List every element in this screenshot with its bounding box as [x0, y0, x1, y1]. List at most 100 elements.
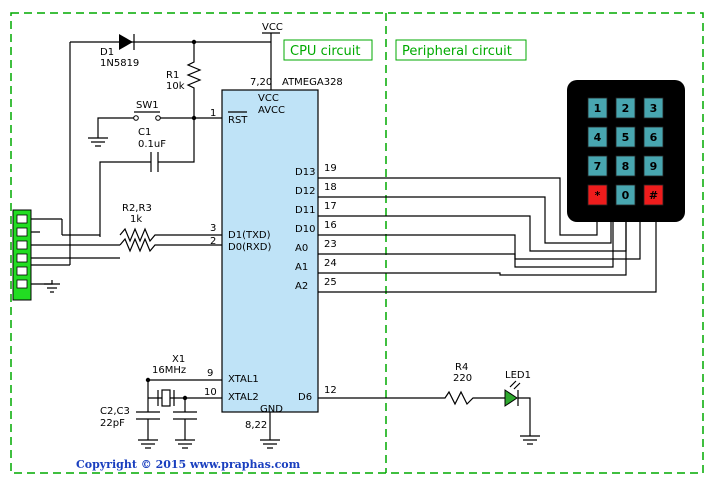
- key-4: [587, 126, 608, 148]
- pin-rxd-num: 2: [210, 236, 216, 247]
- peripheral-section-label: Peripheral circuit: [402, 44, 512, 59]
- key-6: [643, 126, 664, 148]
- key-3: [643, 97, 664, 119]
- chip-pin-a2: A2: [295, 281, 308, 292]
- chip-pin-num-d13: 19: [324, 163, 337, 174]
- key-8: [615, 155, 636, 177]
- keypad-wire-a2: [318, 222, 657, 293]
- resistor-r3: [119, 237, 222, 253]
- keypad-wire-a1: [318, 222, 627, 276]
- pin-d6-num: 12: [324, 385, 337, 396]
- d1-part: 1N5819: [100, 58, 139, 69]
- key-label: 7: [594, 160, 602, 173]
- reset-wire: [97, 117, 222, 163]
- chip-gnd: GND: [260, 404, 283, 415]
- header-ground-icon: [44, 283, 60, 293]
- key-label: 6: [650, 131, 658, 144]
- r1-value: 10k: [166, 81, 185, 92]
- chip-pin-d11: D11: [295, 205, 315, 216]
- capacitors-c2-c3: [136, 411, 197, 440]
- key-5: [615, 126, 636, 148]
- sw1-label: SW1: [136, 100, 159, 111]
- ground-icon: [88, 137, 108, 147]
- pin-xtal1-num: 9: [207, 368, 213, 379]
- mcu-chip: [221, 89, 319, 413]
- r1-name: R1: [166, 70, 179, 81]
- header-pins: [16, 214, 28, 289]
- chip-gnd-pins: 8,22: [245, 420, 267, 431]
- resistor-r1: [186, 42, 202, 118]
- key-1: [587, 97, 608, 119]
- key-0: [615, 184, 636, 206]
- chip-vcc: VCC: [258, 93, 279, 104]
- r23-value: 1k: [130, 214, 142, 225]
- key-label: #: [649, 189, 658, 202]
- key-hash: [643, 184, 664, 206]
- peripheral-label-box: [395, 39, 527, 61]
- key-2: [615, 97, 636, 119]
- chip-pin-d12: D12: [295, 186, 315, 197]
- diode-d1: [119, 34, 135, 50]
- vcc-wire: [70, 33, 272, 90]
- chip-pin-num-a2: 25: [324, 277, 337, 288]
- key-7: [587, 155, 608, 177]
- led-icon: [504, 380, 521, 407]
- chip-xtal1: XTAL1: [228, 374, 259, 385]
- crystal-x1: [157, 389, 175, 407]
- header-wires: [31, 218, 120, 285]
- capacitor-c1: [62, 152, 159, 237]
- chip-xtal2: XTAL2: [228, 392, 259, 403]
- key-label: 0: [622, 189, 630, 202]
- chip-pin-num-d11: 17: [324, 201, 337, 212]
- x1-value: 16MHz: [152, 365, 186, 376]
- keypad-wire-d13: [318, 177, 598, 236]
- key-label: 4: [594, 131, 602, 144]
- led1-label: LED1: [505, 370, 531, 381]
- chip-pin-num-a1: 24: [324, 258, 337, 269]
- chip-pin-num-d12: 18: [324, 182, 337, 193]
- pin-rst-num: 1: [210, 108, 216, 119]
- led-ground-icon: [518, 397, 540, 445]
- pin-xtal2-num: 10: [204, 387, 217, 398]
- vcc-label: VCC: [262, 22, 283, 33]
- key-star: [587, 184, 608, 206]
- pin-txd-num: 3: [210, 223, 216, 234]
- key-9: [643, 155, 664, 177]
- chip-pin-a1: A1: [295, 262, 308, 273]
- chip-pin-a0: A0: [295, 243, 308, 254]
- keypad-wire-a0: [318, 222, 614, 268]
- c23-name: C2,C3: [100, 406, 130, 417]
- key-label: 1: [594, 102, 602, 115]
- chip-pin-d13: D13: [295, 167, 315, 178]
- outer-border: [10, 12, 704, 474]
- key-label: 3: [650, 102, 658, 115]
- key-label: 8: [622, 160, 630, 173]
- chip-pin-num-d10: 16: [324, 220, 337, 231]
- d1-name: D1: [100, 47, 114, 58]
- chip-name: ATMEGA328: [282, 77, 343, 88]
- key-label: 2: [622, 102, 630, 115]
- section-borders: [10, 12, 704, 474]
- chip-pin-num-a0: 23: [324, 239, 337, 250]
- keypad-wire-d12: [318, 196, 612, 244]
- x1-name: X1: [172, 354, 185, 365]
- resistor-r2: [119, 227, 222, 243]
- copyright: Copyright © 2015 www.praphas.com: [76, 458, 301, 471]
- c1-name: C1: [138, 127, 151, 138]
- c1-value: 0.1uF: [138, 139, 166, 150]
- cpu-section-label: CPU circuit: [290, 44, 360, 59]
- r4-name: R4: [455, 362, 468, 373]
- chip-rst: RST: [228, 115, 248, 126]
- c23-value: 22pF: [100, 418, 125, 429]
- crystal-ground-icons: [138, 439, 195, 449]
- resistor-r4: [318, 390, 505, 406]
- key-label: 5: [622, 131, 630, 144]
- chip-d6: D6: [298, 392, 312, 403]
- key-label: *: [595, 189, 601, 202]
- cpu-label-box: [283, 39, 373, 61]
- chip-ground-icon: [260, 412, 280, 449]
